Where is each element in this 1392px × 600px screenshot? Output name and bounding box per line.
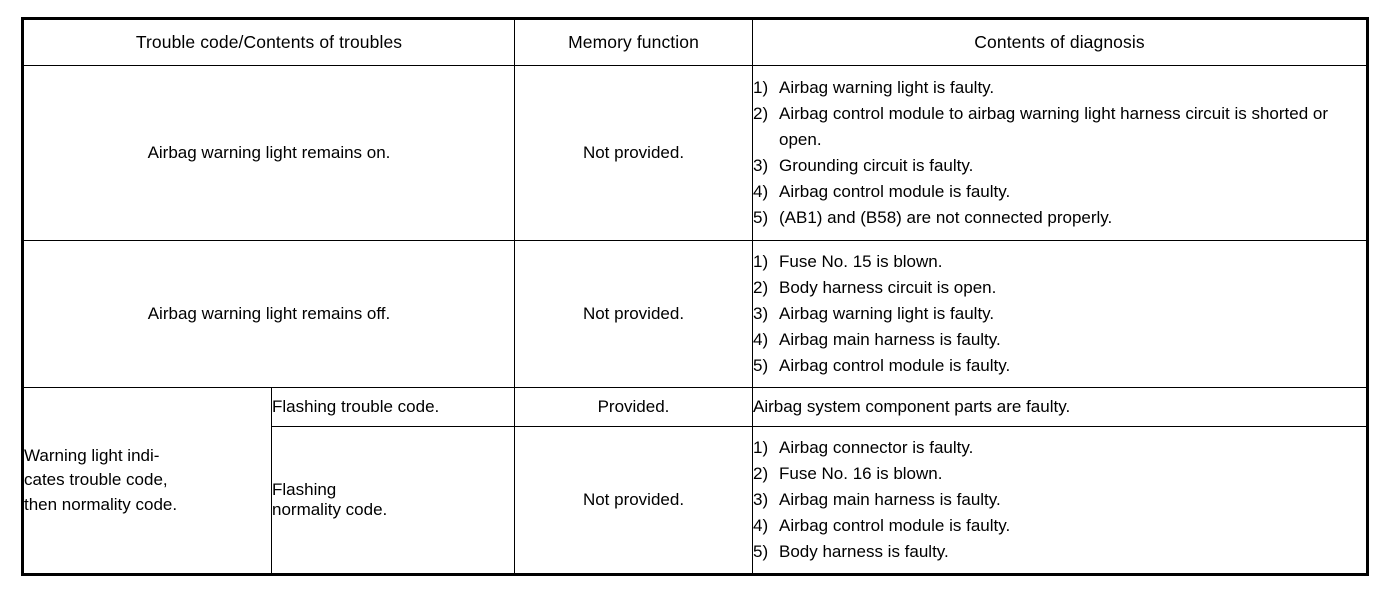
- list-item-number: 1): [753, 252, 769, 271]
- list-item-number: 5): [753, 356, 769, 375]
- list-item-number: 4): [753, 330, 769, 349]
- list-item-text: (AB1) and (B58) are not connected proper…: [779, 208, 1113, 227]
- list-item: 4) Airbag main harness is faulty.: [753, 327, 1366, 353]
- list-item-number: 3): [753, 304, 769, 323]
- table-row: Airbag warning light remains off. Not pr…: [22, 240, 1368, 388]
- table-header-row: Trouble code/Contents of troubles Memory…: [22, 18, 1368, 66]
- list-item-text: Airbag main harness is faulty.: [779, 490, 1001, 509]
- list-item-number: 3): [753, 490, 769, 509]
- code-subtype-line-1: Flashing: [272, 480, 337, 499]
- diagnosis-list: 1) Airbag warning light is faulty. 2) Ai…: [753, 75, 1366, 231]
- header-memory-function: Memory function: [514, 18, 753, 66]
- trouble-text-line-1: Warning light indi-: [24, 445, 160, 465]
- cell-memory-function: Not provided.: [514, 426, 753, 575]
- list-item: 5) Body harness is faulty.: [753, 539, 1366, 565]
- list-item-text: Body harness circuit is open.: [779, 278, 997, 297]
- cell-trouble-description: Airbag warning light remains on.: [22, 65, 515, 241]
- list-item-text: Fuse No. 16 is blown.: [779, 464, 943, 483]
- cell-memory-function: Not provided.: [514, 65, 753, 241]
- list-item-number: 1): [753, 78, 769, 97]
- table-row: Warning light indi- cates trouble code, …: [22, 387, 1368, 575]
- diagnosis-list: 1) Airbag connector is faulty. 2) Fuse N…: [753, 435, 1366, 565]
- list-item: 4) Airbag control module is faulty.: [753, 179, 1366, 205]
- table-row: Flashing normality code. Not provided. 1…: [23, 426, 1368, 575]
- list-item-number: 1): [753, 438, 769, 457]
- cell-trouble-description: Airbag warning light remains off.: [22, 240, 515, 388]
- list-item-text: Airbag connector is faulty.: [779, 438, 974, 457]
- list-item: 5) (AB1) and (B58) are not connected pro…: [753, 205, 1366, 231]
- list-item-text: Airbag control module to airbag warning …: [779, 104, 1328, 149]
- trouble-text-line-2: cates trouble code,: [24, 470, 168, 490]
- list-item: 2) Airbag control module to airbag warni…: [753, 101, 1366, 153]
- list-item: 4) Airbag control module is faulty.: [753, 513, 1366, 539]
- table-row: Airbag warning light remains on. Not pro…: [22, 65, 1368, 241]
- list-item: 1) Airbag warning light is faulty.: [753, 75, 1366, 101]
- diagnosis-table: Trouble code/Contents of troubles Memory…: [21, 17, 1369, 576]
- list-item: 3) Airbag warning light is faulty.: [753, 301, 1366, 327]
- list-item: 1) Fuse No. 15 is blown.: [753, 249, 1366, 275]
- cell-diagnosis: 1) Airbag warning light is faulty. 2) Ai…: [752, 65, 1368, 241]
- list-item: 1) Airbag connector is faulty.: [753, 435, 1366, 461]
- list-item-number: 4): [753, 182, 769, 201]
- list-item: 5) Airbag control module is faulty.: [753, 353, 1366, 379]
- cell-diagnosis: 1) Airbag connector is faulty. 2) Fuse N…: [752, 426, 1368, 575]
- list-item: 2) Body harness circuit is open.: [753, 275, 1366, 301]
- cell-trouble-description-grouped: Warning light indi- cates trouble code, …: [22, 387, 272, 575]
- list-item-number: 2): [753, 278, 769, 297]
- cell-memory-function: Not provided.: [514, 240, 753, 388]
- cell-diagnosis: Airbag system component parts are faulty…: [752, 387, 1368, 427]
- header-contents-of-diagnosis: Contents of diagnosis: [752, 18, 1368, 66]
- cell-diagnosis: 1) Fuse No. 15 is blown. 2) Body harness…: [752, 240, 1368, 388]
- list-item-text: Grounding circuit is faulty.: [779, 156, 974, 175]
- list-item-text: Airbag control module is faulty.: [779, 356, 1011, 375]
- diagnosis-list: 1) Fuse No. 15 is blown. 2) Body harness…: [753, 249, 1366, 379]
- list-item: 3) Grounding circuit is faulty.: [753, 153, 1366, 179]
- list-item-text: Airbag warning light is faulty.: [779, 304, 995, 323]
- list-item-text: Airbag control module is faulty.: [779, 182, 1011, 201]
- list-item-number: 2): [753, 104, 769, 123]
- list-item-text: Fuse No. 15 is blown.: [779, 252, 943, 271]
- trouble-text-line-3: then normality code.: [24, 494, 178, 514]
- list-item-number: 3): [753, 156, 769, 175]
- list-item-text: Airbag warning light is faulty.: [779, 78, 995, 97]
- list-item: 2) Fuse No. 16 is blown.: [753, 461, 1366, 487]
- list-item-number: 5): [753, 542, 769, 561]
- list-item-text: Airbag control module is faulty.: [779, 516, 1011, 535]
- code-subtype-line-2: normality code.: [272, 500, 388, 519]
- list-item-text: Airbag main harness is faulty.: [779, 330, 1001, 349]
- header-trouble-code: Trouble code/Contents of troubles: [22, 18, 515, 66]
- cell-memory-function: Provided.: [514, 387, 753, 427]
- list-item-number: 5): [753, 208, 769, 227]
- list-item: 3) Airbag main harness is faulty.: [753, 487, 1366, 513]
- list-item-number: 4): [753, 516, 769, 535]
- cell-code-subtype: Flashing normality code.: [271, 426, 515, 575]
- list-item-number: 2): [753, 464, 769, 483]
- cell-code-subtype: Flashing trouble code.: [271, 387, 515, 427]
- list-item-text: Body harness is faulty.: [779, 542, 949, 561]
